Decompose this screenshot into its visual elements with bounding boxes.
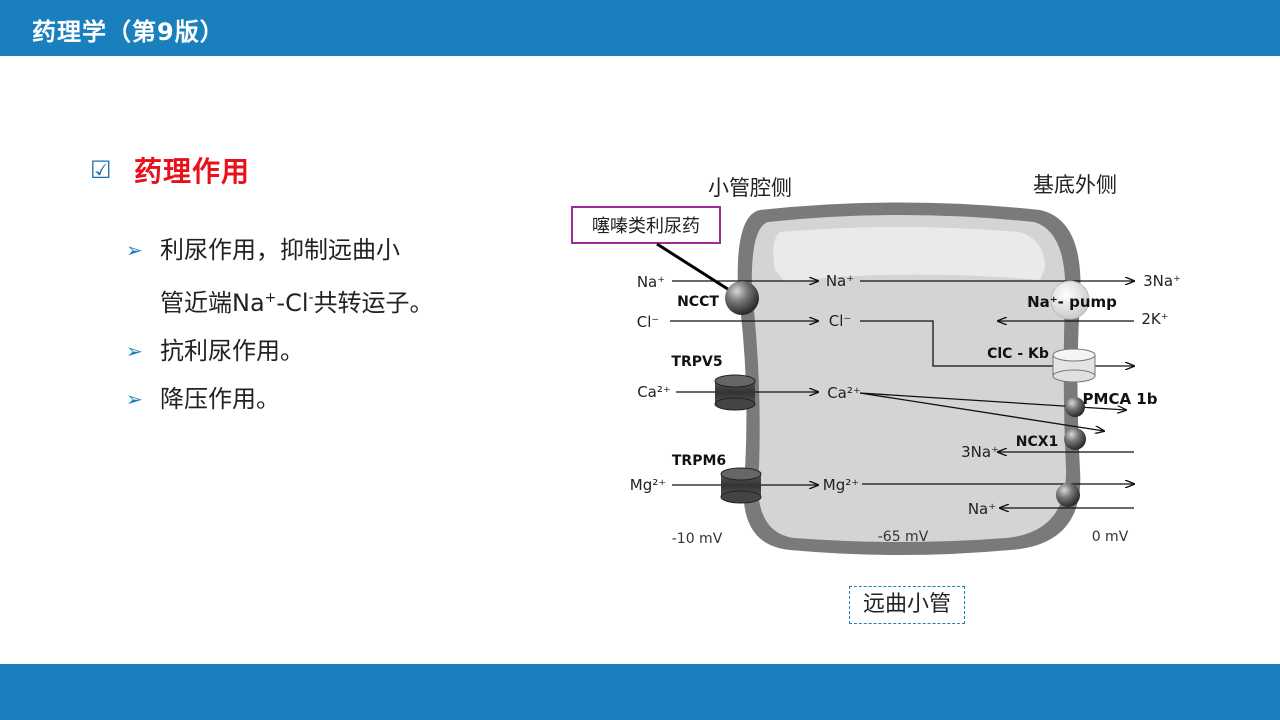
basolateral-side-label: 基底外侧 — [1033, 173, 1117, 197]
ncct-transporter — [725, 281, 759, 315]
potential-blood: 0 mV — [1092, 529, 1129, 545]
trpv5-channel — [714, 374, 756, 411]
ncx1-transporter — [1064, 428, 1086, 450]
arrow-bullet-icon: ➢ — [126, 238, 143, 262]
ion-label-cl-cell: Cl⁻ — [829, 312, 852, 330]
checkbox-icon: ☑ — [90, 156, 112, 184]
superscript: + — [264, 290, 277, 306]
potential-cell: -65 mV — [878, 529, 929, 545]
ion-label-na-bottom: Na⁺ — [968, 500, 996, 518]
ion-label-cl-lumen: Cl⁻ — [637, 313, 660, 331]
bullet-list: ➢ 利尿作用，抑制远曲小 管近端Na+-Cl-共转运子。 ➢ 抗利尿作用。 ➢ … — [126, 226, 456, 423]
potential-lumen: -10 mV — [672, 531, 723, 547]
bullet-line-part: -Cl — [276, 289, 309, 317]
trpv5-label: TRPV5 — [671, 354, 722, 370]
cell-highlight — [773, 227, 1045, 282]
arrow-bullet-icon: ➢ — [126, 387, 143, 411]
header-bar: 药理学（第9版） — [0, 0, 1280, 56]
bullet-text: 降压作用。 — [160, 385, 280, 413]
ion-label-2k: 2K⁺ — [1141, 310, 1168, 328]
ion-label-na-cell: Na⁺ — [826, 272, 854, 290]
page-title: 药理学（第9版） — [32, 18, 225, 46]
ion-label-na-lumen: Na⁺ — [637, 273, 665, 291]
lumen-side-label: 小管腔侧 — [708, 176, 792, 200]
bullet-line: 利尿作用，抑制远曲小 — [160, 236, 400, 264]
cl-efflux-arrow — [860, 320, 1134, 366]
na-pump-transporter — [1050, 280, 1090, 320]
pmca-label: PMCA 1b — [1083, 390, 1158, 408]
ion-label-3na-out: 3Na⁺ — [1143, 272, 1181, 290]
na-pump-label: Na⁺- pump — [1027, 293, 1117, 311]
pmca-transporter — [1065, 397, 1085, 417]
ca-efflux-ncx-arrow — [859, 392, 1104, 431]
ion-label-mg-lumen: Mg²⁺ — [630, 476, 666, 494]
clc-kb-channel — [1052, 348, 1096, 383]
bullet-item: ➢ 利尿作用，抑制远曲小 管近端Na+-Cl-共转运子。 — [126, 226, 456, 327]
drug-label: 噻嗪类利尿药 — [592, 216, 700, 237]
ncct-label: NCCT — [677, 294, 719, 310]
distal-tubule-diagram: 小管腔侧 基底外侧 噻嗪类利尿药 Na⁺ Na⁺ 3Na⁺ NCCT Na⁺- … — [571, 173, 1181, 555]
clc-kb-label: ClC - Kb — [987, 346, 1049, 362]
bullet-item: ➢ 降压作用。 — [126, 375, 456, 423]
arrow-bullet-icon: ➢ — [126, 339, 143, 363]
bullet-line-part: 共转运子。 — [313, 289, 434, 317]
bullet-text: 利尿作用，抑制远曲小 管近端Na+-Cl-共转运子。 — [160, 226, 456, 327]
footer-bar — [0, 664, 1280, 720]
section-title: 药理作用 — [134, 155, 251, 188]
bullet-text: 抗利尿作用。 — [160, 337, 304, 365]
ion-label-3na-in: 3Na⁺ — [961, 443, 999, 461]
drug-label-box — [571, 206, 721, 244]
ncx1-label: NCX1 — [1016, 434, 1059, 450]
trpm6-channel — [720, 467, 762, 504]
section-heading: ☑ 药理作用 — [90, 150, 250, 190]
na-channel-transporter — [1056, 483, 1080, 507]
bullet-item: ➢ 抗利尿作用。 — [126, 327, 456, 375]
cell-cytoplasm — [751, 215, 1067, 542]
ion-label-ca-lumen: Ca²⁺ — [637, 383, 671, 401]
diagram-caption: 远曲小管 — [849, 586, 965, 624]
trpm6-label: TRPM6 — [672, 453, 726, 469]
drug-pointer — [656, 242, 735, 295]
ion-label-ca-cell: Ca²⁺ — [827, 384, 861, 402]
ion-label-mg-cell: Mg²⁺ — [823, 476, 859, 494]
bullet-line-part: 管近端Na — [160, 289, 265, 317]
superscript: - — [308, 290, 314, 306]
